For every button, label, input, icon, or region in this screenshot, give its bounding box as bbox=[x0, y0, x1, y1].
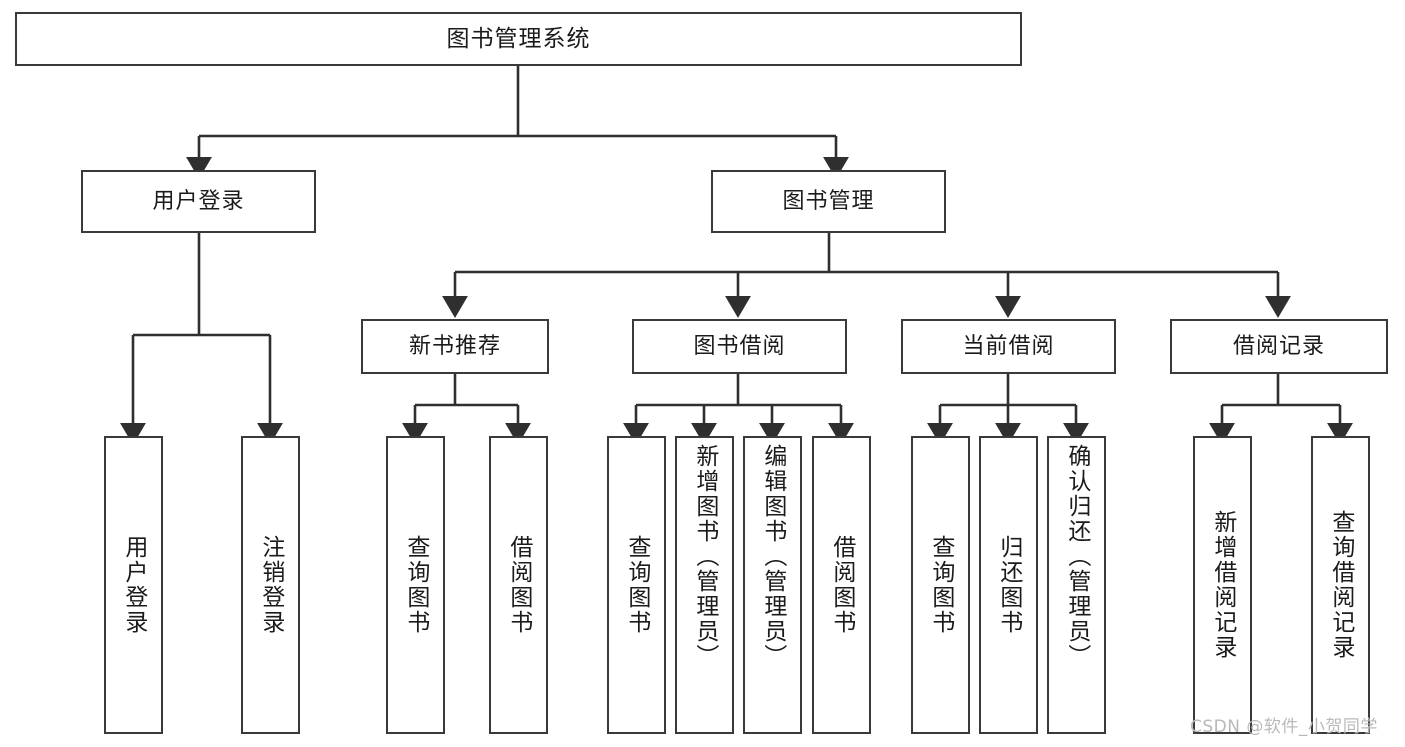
node-new-book-recommend[interactable]: 新书推荐 bbox=[361, 319, 549, 374]
node-label: 用户登录 bbox=[152, 188, 245, 214]
node-borrow-record[interactable]: 借阅记录 bbox=[1170, 319, 1388, 374]
node-book-borrow[interactable]: 图书借阅 bbox=[632, 319, 847, 374]
leaf-query-book-3[interactable]: 查询图书 bbox=[911, 436, 970, 734]
leaf-confirm-return[interactable]: 确认归还（管理员） bbox=[1047, 436, 1106, 734]
node-label: 图书管理系统 bbox=[446, 25, 591, 52]
node-root-system[interactable]: 图书管理系统 bbox=[15, 12, 1022, 66]
leaf-borrow-book-1[interactable]: 借阅图书 bbox=[489, 436, 548, 734]
node-current-borrow[interactable]: 当前借阅 bbox=[901, 319, 1116, 374]
leaf-add-record[interactable]: 新增借阅记录 bbox=[1193, 436, 1252, 734]
leaf-user-logout[interactable]: 注销登录 bbox=[241, 436, 300, 734]
leaf-borrow-book-2[interactable]: 借阅图书 bbox=[812, 436, 871, 734]
node-label: 图书借阅 bbox=[693, 333, 786, 359]
leaf-user-login[interactable]: 用户登录 bbox=[104, 436, 163, 734]
leaf-add-book[interactable]: 新增图书（管理员） bbox=[675, 436, 734, 734]
node-label: 新增借阅记录 bbox=[1209, 510, 1236, 660]
leaf-query-book-1[interactable]: 查询图书 bbox=[386, 436, 445, 734]
node-label: 新增图书（管理员） bbox=[691, 444, 718, 669]
node-label: 当前借阅 bbox=[962, 333, 1055, 359]
leaf-edit-book[interactable]: 编辑图书（管理员） bbox=[743, 436, 802, 734]
node-label: 图书管理 bbox=[782, 188, 875, 214]
node-label: 借阅记录 bbox=[1232, 333, 1325, 359]
node-label: 查询图书 bbox=[402, 535, 429, 635]
node-label: 借阅图书 bbox=[505, 535, 532, 635]
leaf-query-record[interactable]: 查询借阅记录 bbox=[1311, 436, 1370, 734]
node-label: 归还图书 bbox=[995, 535, 1022, 635]
node-user-login[interactable]: 用户登录 bbox=[81, 170, 316, 233]
node-label: 用户登录 bbox=[120, 535, 147, 635]
node-label: 编辑图书（管理员） bbox=[759, 444, 786, 669]
node-book-manage[interactable]: 图书管理 bbox=[711, 170, 946, 233]
node-label: 注销登录 bbox=[257, 535, 284, 635]
node-label: 确认归还（管理员） bbox=[1063, 444, 1090, 669]
node-label: 查询图书 bbox=[623, 535, 650, 635]
watermark-text: CSDN @软件_小贺同学 bbox=[1190, 717, 1378, 737]
node-label: 新书推荐 bbox=[408, 333, 501, 359]
node-label: 查询借阅记录 bbox=[1327, 510, 1354, 660]
leaf-query-book-2[interactable]: 查询图书 bbox=[607, 436, 666, 734]
leaf-return-book[interactable]: 归还图书 bbox=[979, 436, 1038, 734]
node-label: 借阅图书 bbox=[828, 535, 855, 635]
node-label: 查询图书 bbox=[927, 535, 954, 635]
